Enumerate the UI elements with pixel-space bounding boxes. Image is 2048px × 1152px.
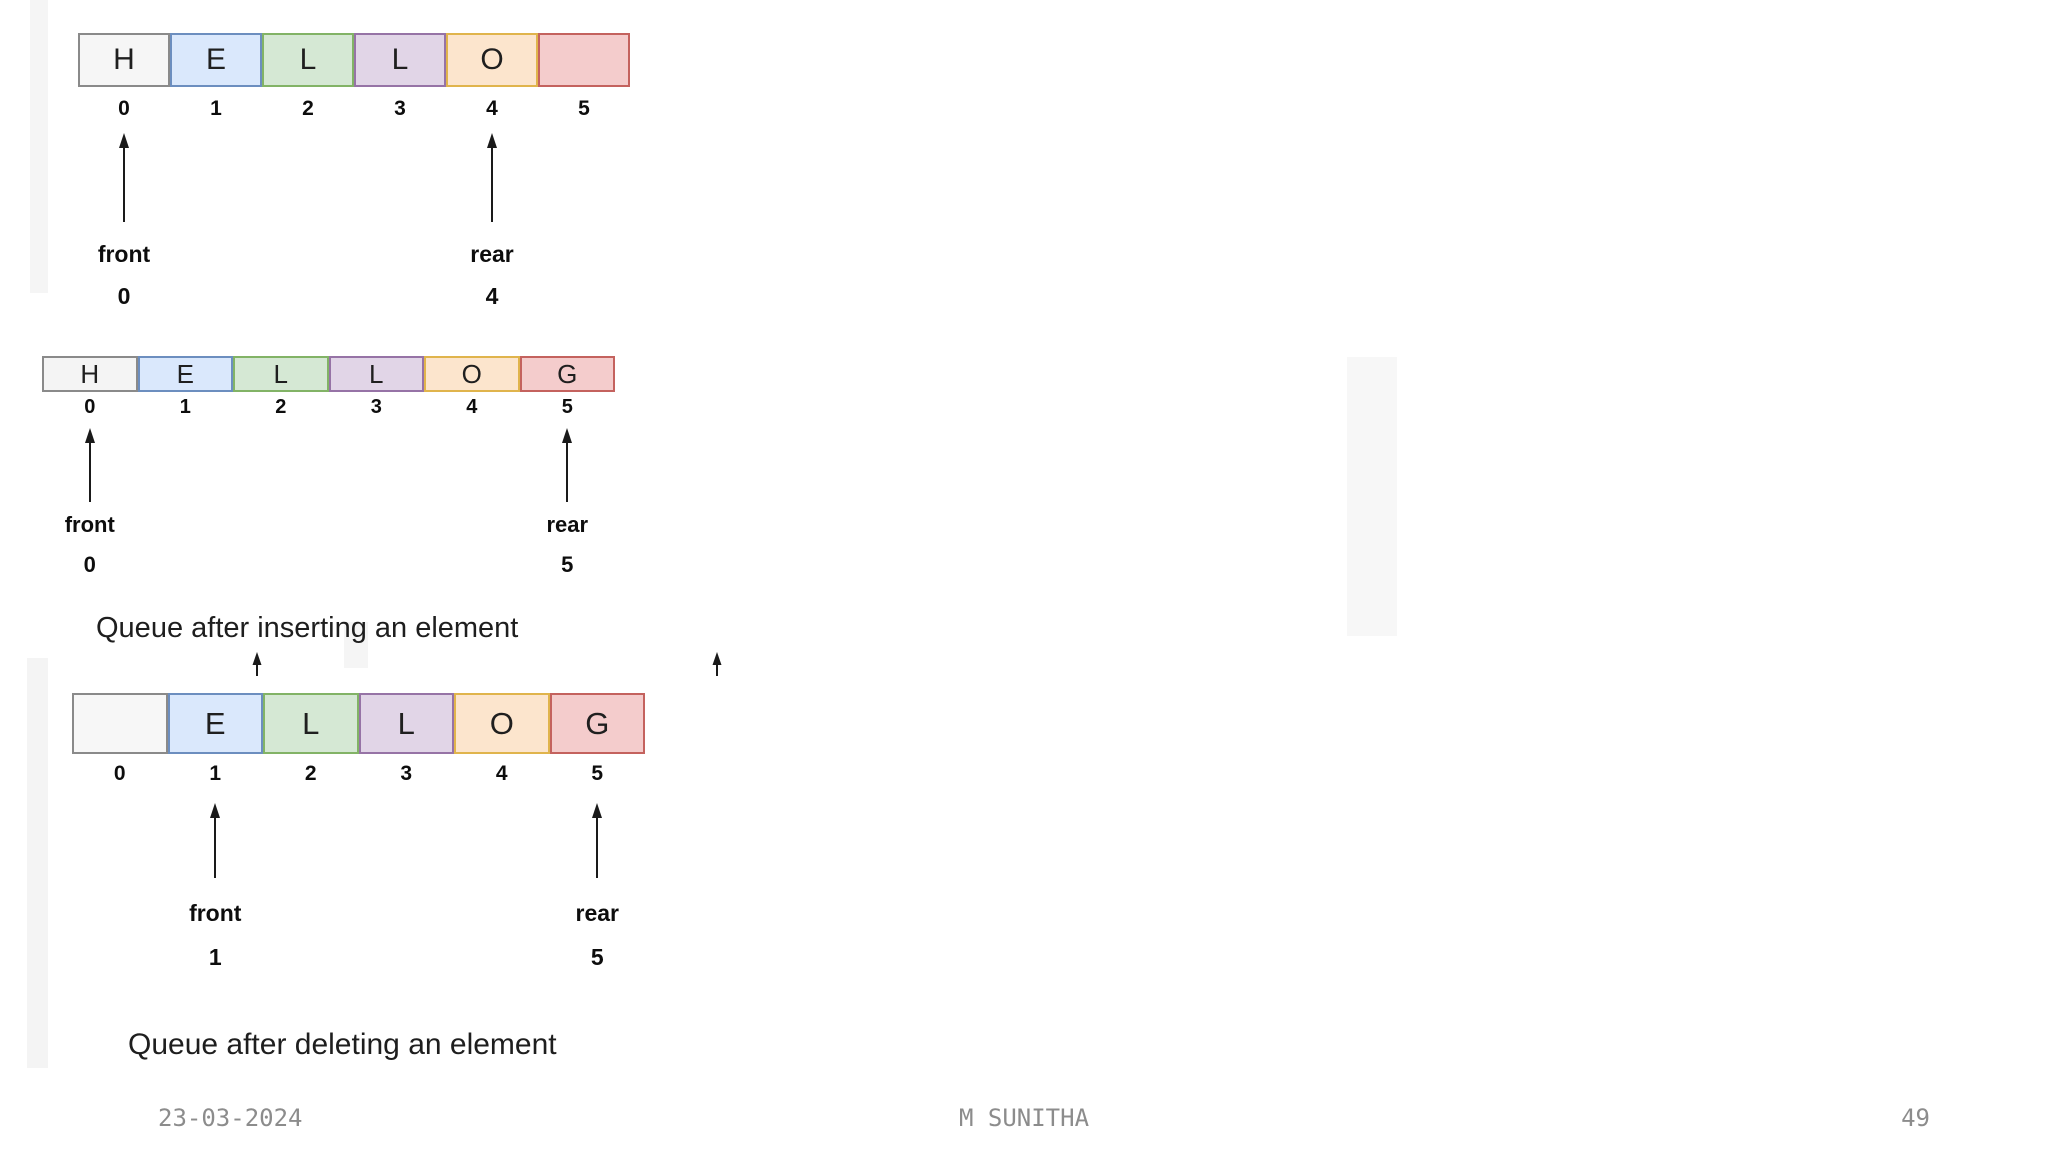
queue-cell: E: [170, 33, 262, 87]
queue-cell: L: [358, 693, 454, 754]
index-label: 2: [275, 396, 287, 418]
index-label: 5: [591, 762, 604, 785]
front-pointer-value: 1: [208, 944, 222, 970]
front-pointer-label: front: [189, 900, 242, 926]
front-pointer-value: 0: [83, 552, 96, 577]
index-label: 4: [486, 97, 498, 120]
front-pointer-label: front: [97, 241, 151, 267]
queue-cell: O: [454, 693, 550, 754]
scan-artifact-strip-right: [1347, 357, 1397, 636]
front-pointer-value: 0: [117, 283, 131, 309]
rear-pointer-value: 5: [561, 552, 574, 577]
index-label: 0: [84, 396, 96, 418]
rear-pointer-value: 5: [590, 944, 604, 970]
index-label: 0: [118, 97, 130, 120]
index-label: 3: [400, 762, 413, 785]
queue-cell: E: [137, 356, 233, 392]
queue-cell: L: [262, 33, 354, 87]
index-label: 5: [561, 396, 573, 418]
index-label: 5: [578, 97, 590, 120]
queue-cell: O: [446, 33, 538, 87]
index-label: 3: [394, 97, 406, 120]
rear-pointer-arrow-icon: [487, 133, 497, 222]
front-pointer-arrow-icon: [210, 803, 221, 878]
footer-author: M SUNITHA: [958, 1104, 1090, 1132]
stray-arrowhead-icon: [252, 652, 262, 676]
queue-cell: [538, 33, 630, 87]
rear-pointer-arrow-icon: [562, 428, 573, 502]
caption-after-insert: Queue after inserting an element: [96, 612, 519, 644]
index-label: 2: [302, 97, 314, 120]
rear-pointer-label: rear: [470, 241, 514, 267]
front-pointer-arrow-icon: [119, 133, 129, 222]
queue-cell: G: [519, 356, 615, 392]
index-label: 1: [179, 396, 191, 418]
index-label: 0: [113, 762, 126, 785]
queue-cell: L: [263, 693, 359, 754]
rear-pointer-label: rear: [546, 512, 589, 537]
stray-arrowhead-icon: [712, 652, 722, 676]
queue-cell: H: [78, 33, 170, 87]
index-label: 1: [210, 97, 222, 120]
queue-cell: E: [167, 693, 263, 754]
rear-pointer-arrow-icon: [592, 803, 603, 878]
queue-cell: L: [328, 356, 424, 392]
index-label: 1: [209, 762, 222, 785]
caption-after-delete: Queue after deleting an element: [128, 1028, 557, 1061]
queue-cell: [72, 693, 168, 754]
footer-date: 23-03-2024: [158, 1104, 303, 1132]
index-label: 4: [495, 762, 508, 785]
scan-artifact-blob: [344, 622, 368, 668]
queue-cell: L: [233, 356, 329, 392]
front-pointer-arrow-icon: [84, 428, 95, 502]
index-label: 2: [304, 762, 317, 785]
queue-cell: L: [354, 33, 446, 87]
scan-artifact-strip-top-left: [30, 0, 48, 293]
rear-pointer-label: rear: [575, 900, 619, 926]
queue-cell: O: [424, 356, 520, 392]
rear-pointer-value: 4: [485, 283, 499, 309]
index-label: 3: [370, 396, 382, 418]
queue-cell: G: [549, 693, 645, 754]
queue-cell: H: [42, 356, 138, 392]
front-pointer-label: front: [64, 512, 115, 537]
footer-page-number: 49: [1901, 1104, 1930, 1132]
index-label: 4: [466, 396, 478, 418]
scan-artifact-strip-bottom-left: [27, 658, 48, 1068]
